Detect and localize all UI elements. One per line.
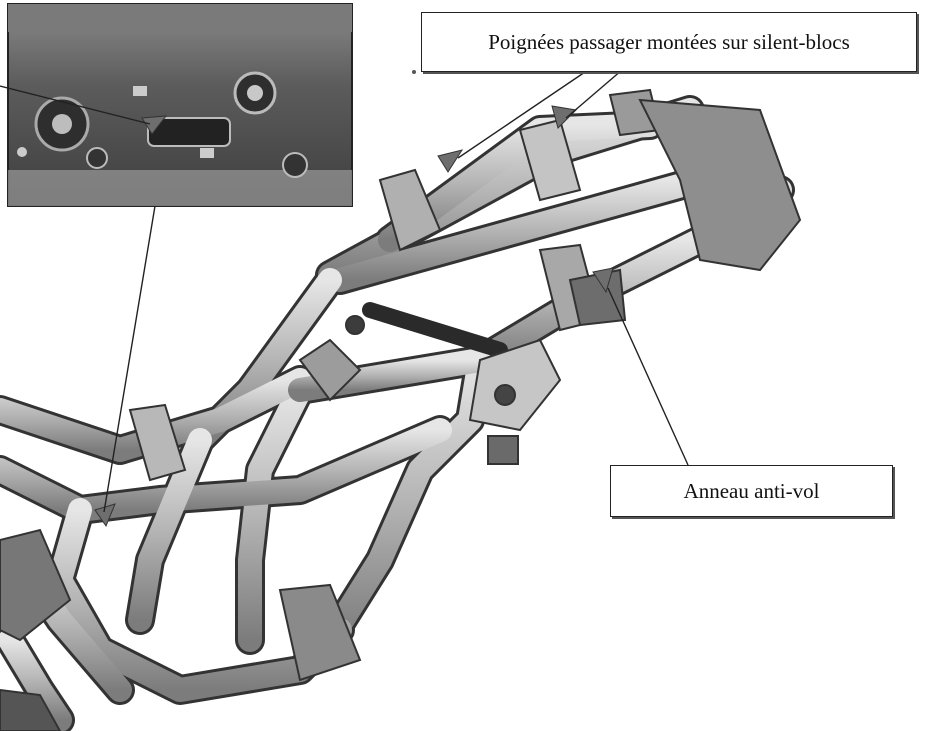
frame-brackets (0, 88, 802, 731)
inset-marker (141, 115, 168, 135)
speck-mark (412, 70, 416, 74)
handle-marker-left (437, 149, 464, 173)
leader-lines (0, 69, 689, 513)
ring-marker (592, 267, 614, 294)
callout-anti-theft-ring: Anneau anti-vol (610, 465, 893, 517)
handle-marker-right (551, 105, 578, 129)
inset-closeup (7, 3, 353, 207)
callout-passenger-handles-label: Poignées passager montées sur silent-blo… (488, 29, 850, 54)
callout-anti-theft-ring-label: Anneau anti-vol (683, 478, 820, 503)
callout-passenger-handles: Poignées passager montées sur silent-blo… (421, 12, 917, 72)
arrow-markers (94, 105, 614, 528)
